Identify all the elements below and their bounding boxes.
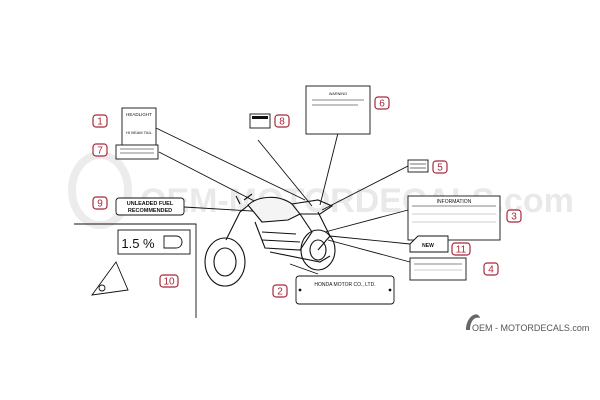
part-9-unleaded-fuel-label: UNLEADED FUEL RECOMMENDED	[115, 197, 185, 216]
exhaust-pipe	[269, 251, 331, 263]
callout-2[interactable]: 2	[272, 284, 288, 298]
leader-6	[319, 132, 339, 206]
footer-text: OEM - MOTORDECALS.com	[472, 323, 589, 333]
part-7-warning-label	[115, 144, 159, 160]
watermark: OEM-MOTORDECALS.com	[68, 151, 574, 229]
svg-text:6: 6	[379, 99, 385, 110]
front-wheel-hub	[213, 247, 237, 277]
svg-text:3: 3	[511, 212, 517, 223]
svg-text:7: 7	[97, 146, 103, 157]
leader-1	[155, 127, 306, 201]
engine-fins	[261, 231, 301, 243]
part-4-plate	[409, 257, 467, 281]
svg-text:8: 8	[279, 117, 285, 128]
watermark-text: OEM-MOTORDECALS.com	[140, 182, 574, 220]
callout-8[interactable]: 8	[274, 114, 290, 128]
leader-lines	[155, 127, 411, 275]
rear-wheel-hub	[309, 239, 327, 261]
headlight-label-bottom: HI BEAM TAIL	[126, 130, 152, 135]
svg-text:5: 5	[437, 163, 443, 174]
rear-wheel	[300, 229, 336, 271]
callout-1[interactable]: 1	[92, 114, 108, 128]
svg-text:10: 10	[163, 277, 175, 288]
wheel-icon	[98, 284, 106, 292]
callout-9[interactable]: 9	[92, 196, 108, 210]
headlight-beam-icon	[163, 235, 183, 249]
brand-logo-icon	[466, 314, 480, 330]
part-8-small-label	[249, 113, 271, 129]
front-fork	[225, 203, 251, 241]
leader-3	[324, 209, 409, 233]
part-5-small-label	[407, 159, 429, 173]
part-10-inset: 1.5 %	[74, 223, 197, 318]
leader-4	[327, 239, 411, 263]
part-11-new-label: NEW	[409, 235, 449, 253]
callouts: 1 7 9 10 8 6 5 3 11 4 2	[92, 96, 522, 298]
rear-shock	[317, 211, 331, 251]
slope-text: 1.5 %	[121, 236, 155, 251]
unleaded-text-1: UNLEADED FUEL	[127, 201, 174, 207]
part-6-warning-plate: WARNING	[305, 85, 371, 135]
slope-label	[117, 229, 191, 255]
part-1-headlight-label: HEADLIGHT HI BEAM TAIL	[121, 107, 157, 151]
part-2-manufacturer-plate: HONDA MOTOR CO., LTD.	[295, 275, 395, 305]
callout-4[interactable]: 4	[483, 262, 499, 276]
svg-text:4: 4	[488, 265, 494, 276]
leader-2	[289, 263, 319, 275]
unleaded-text-2: RECOMMENDED	[128, 208, 172, 214]
part-3-info-plate: INFORMATION	[407, 195, 501, 241]
new-text: NEW	[422, 243, 434, 249]
headlight-label-top: HEADLIGHT	[126, 112, 152, 117]
callout-3[interactable]: 3	[506, 209, 522, 223]
leader-5	[321, 165, 409, 211]
svg-text:9: 9	[97, 199, 103, 210]
callout-6[interactable]: 6	[374, 96, 390, 110]
warning-text: WARNING	[329, 92, 347, 96]
motorcycle-drawing	[204, 193, 336, 287]
engine-block	[254, 213, 313, 251]
svg-text:2: 2	[277, 287, 283, 298]
front-wheel	[204, 237, 246, 287]
info-title: INFORMATION	[437, 199, 472, 205]
leader-8	[257, 139, 313, 207]
callout-11[interactable]: 11	[451, 242, 471, 256]
svg-text:1: 1	[97, 117, 103, 128]
leader-7	[158, 151, 261, 205]
manufacturer-text: HONDA MOTOR CO., LTD.	[314, 282, 375, 288]
seat	[291, 199, 334, 215]
svg-text:11: 11	[456, 245, 467, 256]
fuel-tank	[247, 196, 301, 223]
footer-watermark: OEM - MOTORDECALS.com	[466, 314, 589, 333]
callout-10[interactable]: 10	[159, 274, 179, 288]
leader-11	[329, 235, 411, 245]
handlebar	[235, 193, 253, 205]
motorcycle-side-icon	[91, 261, 129, 296]
callout-5[interactable]: 5	[432, 160, 448, 174]
inset-frame	[74, 223, 197, 318]
callout-7[interactable]: 7	[92, 143, 108, 157]
